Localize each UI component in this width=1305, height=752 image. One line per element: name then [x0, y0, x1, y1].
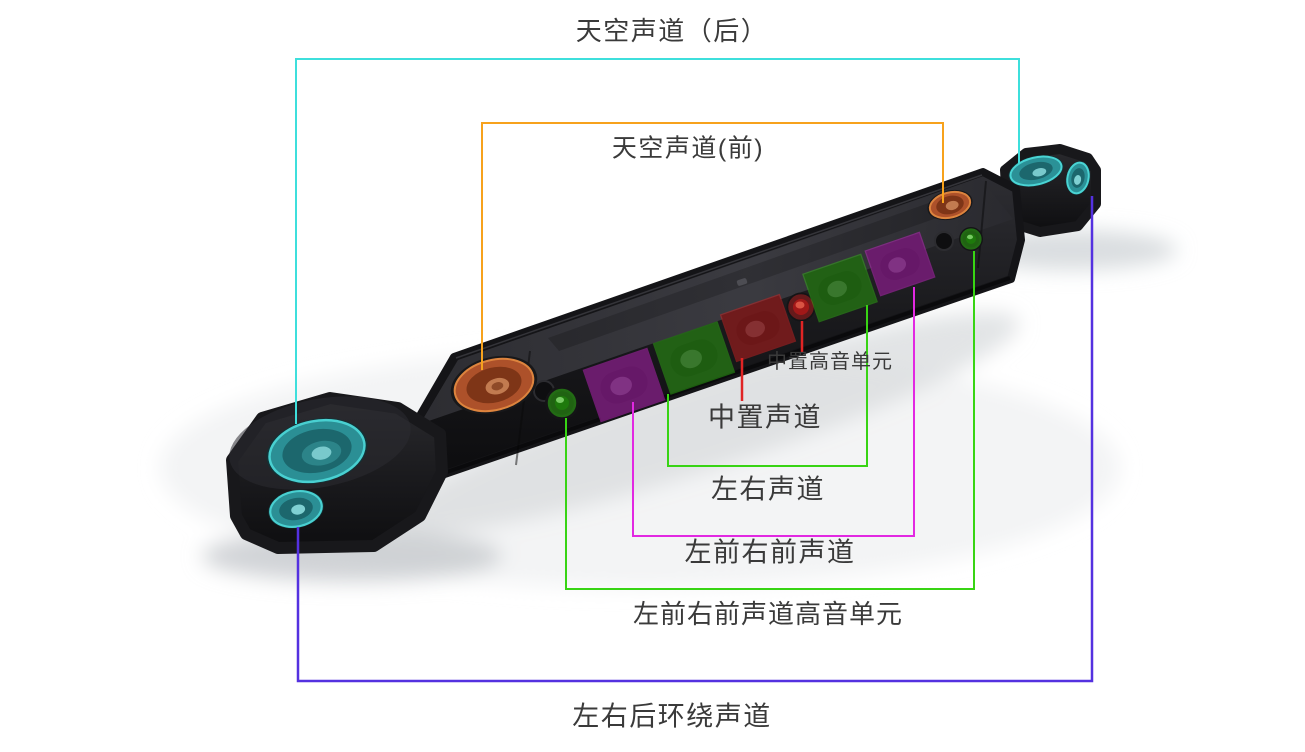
- sky-rear-bracket: [295, 58, 1020, 424]
- front-tweeter-right: [959, 227, 983, 251]
- center-channel-driver-highlight: [719, 293, 797, 363]
- label-front-left-right-tweeter: 左前右前声道高音单元: [632, 599, 904, 629]
- front-left-right-channel-bracket: [632, 287, 915, 537]
- sky-front-driver-right: [927, 189, 973, 221]
- sky-rear-top-driver-right: [1008, 155, 1064, 187]
- surround-side-driver-right: [1065, 161, 1091, 195]
- label-rear-surround: 左右后环绕声道: [572, 701, 772, 732]
- center-tweeter-highlight: [786, 292, 816, 322]
- soundbar-top-panel: [548, 199, 951, 351]
- sky-front-bracket: [481, 122, 944, 370]
- front-right-driver-highlight: [864, 231, 936, 297]
- front-tweeter-left: [545, 386, 579, 420]
- sky-rear-top-driver-left: [266, 418, 368, 484]
- right-channel-driver-highlight: [802, 253, 878, 323]
- left-surround-speaker: [226, 392, 448, 554]
- soundbar-top-face: [420, 178, 1013, 424]
- label-center-tweeter: 中置高音单元: [767, 351, 893, 373]
- label-left-right-channel: 左右声道: [711, 474, 825, 505]
- label-sky-front: 天空声道(前): [611, 134, 765, 163]
- sky-front-driver-left: [450, 355, 538, 415]
- surround-side-driver-left: [268, 489, 324, 529]
- label-center-channel: 中置声道: [708, 402, 822, 433]
- brand-logo-mark: [736, 278, 748, 286]
- front-left-right-tweeter-bracket: [565, 251, 975, 590]
- label-sky-rear: 天空声道（后）: [575, 16, 769, 46]
- rear-surround-bracket: [296, 196, 1094, 683]
- front-left-driver-highlight: [582, 347, 666, 423]
- left-channel-driver-highlight: [652, 321, 736, 395]
- label-front-left-right-channel: 左前右前声道: [684, 537, 856, 568]
- left-right-channel-bracket: [667, 305, 868, 467]
- soundbar: [406, 168, 1025, 490]
- right-surround-speaker: [1000, 144, 1101, 237]
